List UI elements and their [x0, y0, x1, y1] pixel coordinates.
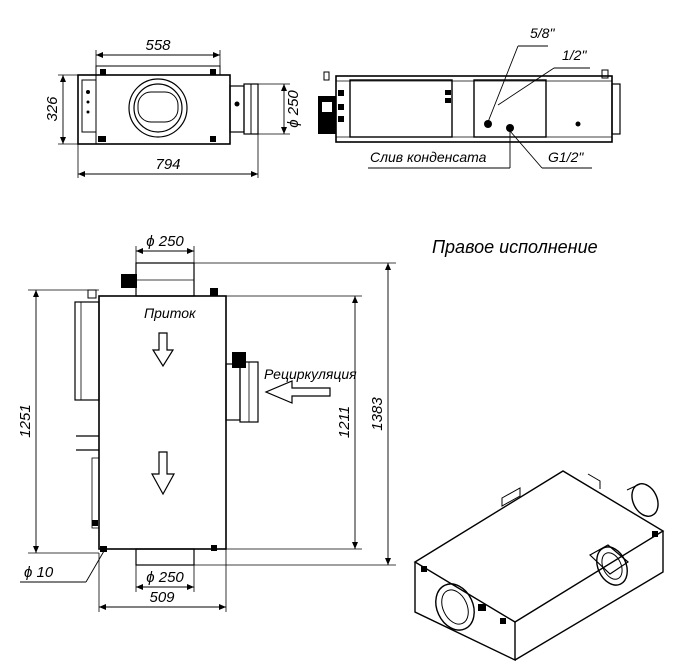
dim-duct-250-bottom: ϕ 250	[135, 565, 195, 592]
dim-326-label: 326	[44, 96, 61, 122]
dim-326: 326	[44, 74, 78, 145]
plan-view-bottom-spigot	[135, 548, 195, 566]
plan-view: Приток Рециркуляция ϕ 250 1251 1211 1383	[17, 233, 396, 612]
iso-duct-left	[435, 583, 486, 631]
dim-hole-10-label: ϕ 10	[24, 564, 54, 581]
recirculation-arrow-icon	[264, 380, 331, 404]
dim-1251-label: 1251	[17, 404, 34, 437]
dim-1251: 1251	[17, 289, 99, 554]
dim-duct-250-bottom-label: ϕ 250	[146, 569, 184, 586]
dim-509: 509	[98, 549, 227, 612]
dim-1383-label: 1383	[369, 397, 386, 431]
dim-hole-10: ϕ 10	[20, 550, 105, 583]
dim-1383: 1383	[194, 262, 396, 566]
dim-duct-250-side-label: ϕ 250	[285, 90, 302, 128]
dim-duct-250-top-label: ϕ 250	[146, 233, 184, 250]
drain-thread-label: G1/2"	[548, 149, 584, 165]
dim-1211-label: 1211	[336, 406, 353, 438]
dim-509-label: 509	[149, 589, 175, 606]
front-view: 5/8" 1/2" Слив конденсата G1/2"	[318, 25, 621, 169]
supply-label: Приток	[144, 305, 197, 321]
airflow-arrows	[150, 332, 331, 496]
iso-duct-right	[588, 544, 629, 586]
isometric-view	[413, 470, 665, 662]
recirculation-label: Рециркуляция	[264, 366, 357, 382]
drain-label: Слив конденсата	[370, 149, 487, 165]
side-view-body	[77, 65, 231, 145]
plan-view-side-spigot	[225, 352, 259, 423]
supply-arrow-icon	[151, 332, 175, 368]
dim-558-label: 558	[145, 37, 171, 54]
dim-558: 558	[95, 37, 221, 66]
pipe-58-label: 5/8"	[530, 25, 555, 41]
front-view-body	[318, 69, 621, 143]
pipe-12-label: 1/2"	[562, 47, 587, 63]
orientation-title: Правое исполнение	[432, 237, 598, 257]
side-view-duct-opening	[128, 78, 188, 138]
dim-duct-250-top: ϕ 250	[135, 233, 195, 263]
plan-view-top-spigot	[121, 262, 195, 297]
dim-794: 794	[77, 134, 259, 178]
plan-view-body	[74, 288, 227, 552]
dim-duct-250-side: ϕ 250	[258, 83, 302, 135]
dim-1211: 1211	[226, 295, 362, 550]
side-view-duct-spigot	[229, 83, 259, 135]
front-view-callouts: 5/8" 1/2" Слив конденсата G1/2"	[368, 25, 592, 169]
side-view: 558 326 794 ϕ 250	[44, 37, 302, 178]
iso-duct-back	[626, 483, 659, 517]
flow-down-arrow-icon	[150, 451, 176, 496]
dim-794-label: 794	[155, 156, 180, 173]
